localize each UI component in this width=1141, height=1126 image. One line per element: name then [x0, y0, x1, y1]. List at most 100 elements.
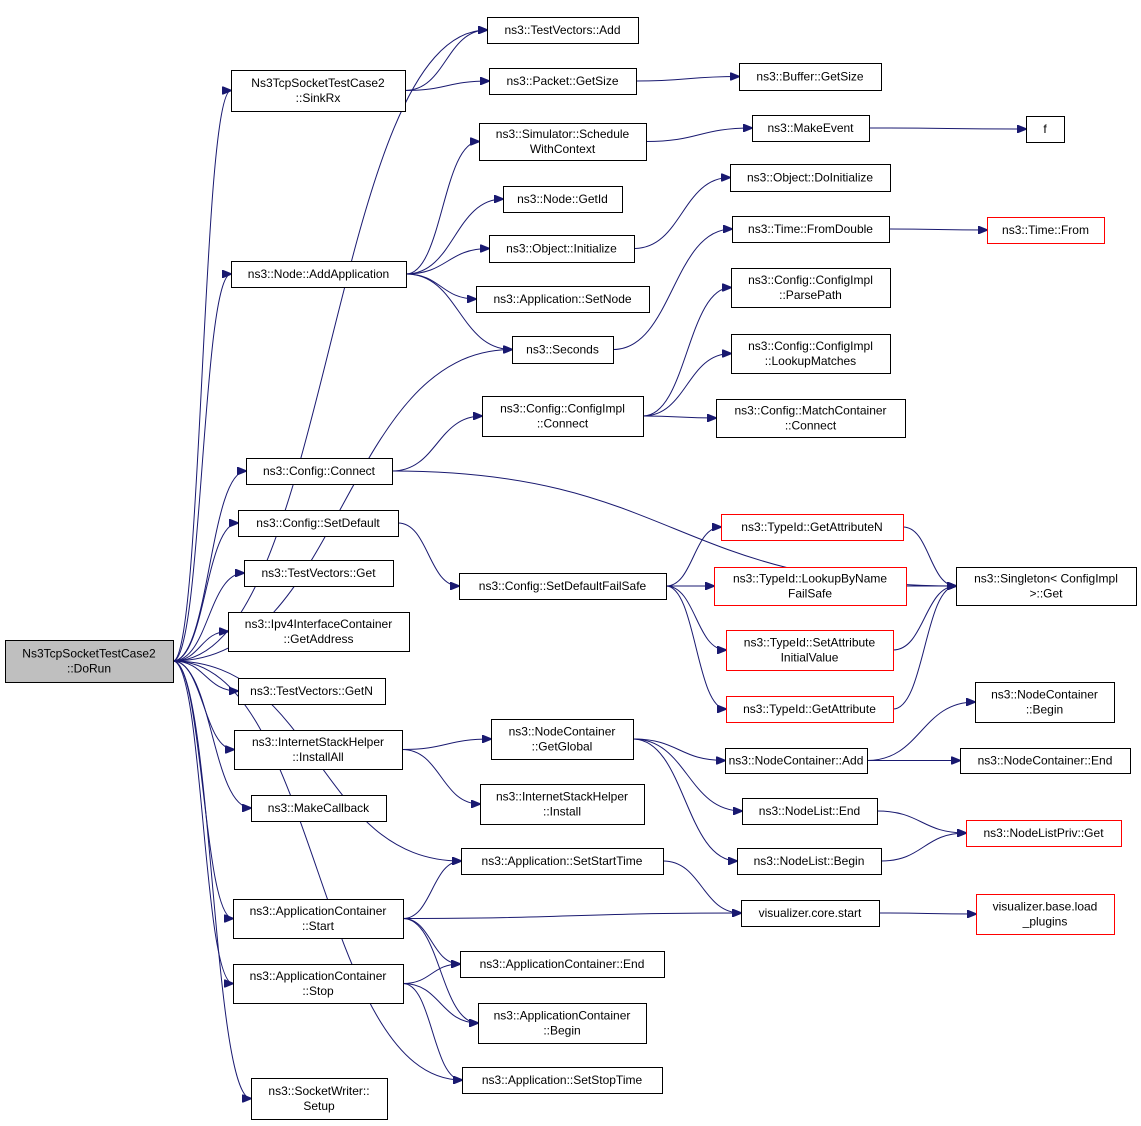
node-app_setstoptime-box[interactable] — [462, 1067, 663, 1094]
node-time_from[interactable]: ns3::Time::From — [987, 217, 1105, 244]
node-nodecontainer_end-box[interactable] — [960, 748, 1131, 774]
node-appcontainer_end-box[interactable] — [460, 951, 665, 978]
node-ipv4_getaddress-box[interactable] — [228, 612, 410, 652]
node-matchcontainer_connect-box[interactable] — [716, 399, 906, 438]
node-node_getid-box[interactable] — [503, 186, 623, 213]
node-sim_schedule-box[interactable] — [479, 123, 647, 161]
node-node_addapp-box[interactable] — [231, 261, 407, 288]
node-makecallback-box[interactable] — [251, 795, 387, 822]
node-singleton_get-box[interactable] — [956, 567, 1137, 606]
node-nodelistpriv_get-box[interactable] — [966, 820, 1122, 847]
node-dorun-box[interactable] — [5, 640, 174, 683]
node-object_init[interactable]: ns3::Object::Initialize — [489, 235, 635, 263]
node-cfgimpl_lookup[interactable]: ns3::Config::ConfigImpl::LookupMatches — [731, 334, 891, 374]
node-nodecontainer_begin[interactable]: ns3::NodeContainer::Begin — [975, 682, 1115, 723]
node-buffer_getsize-box[interactable] — [739, 63, 882, 91]
node-nodelistpriv_get[interactable]: ns3::NodeListPriv::Get — [966, 820, 1122, 847]
node-typeid_getattrn-box[interactable] — [721, 514, 904, 541]
node-setdefaultfailsafe[interactable]: ns3::Config::SetDefaultFailSafe — [459, 573, 667, 600]
node-seconds-box[interactable] — [512, 336, 614, 364]
node-socketwriter_setup[interactable]: ns3::SocketWriter::Setup — [251, 1078, 388, 1120]
node-typeid_setattrinit-box[interactable] — [726, 630, 894, 671]
node-seconds[interactable]: ns3::Seconds — [512, 336, 614, 364]
node-makecallback[interactable]: ns3::MakeCallback — [251, 795, 387, 822]
node-testvectors_getn-box[interactable] — [238, 678, 386, 705]
node-f-box[interactable] — [1026, 116, 1065, 143]
node-testvectors_get-box[interactable] — [244, 560, 394, 587]
node-ish_install-box[interactable] — [480, 784, 645, 825]
node-nodelist_end-box[interactable] — [742, 798, 878, 825]
node-nodecontainer_getglobal-box[interactable] — [491, 719, 634, 760]
node-buffer_getsize[interactable]: ns3::Buffer::GetSize — [739, 63, 882, 91]
node-testvectors_get[interactable]: ns3::TestVectors::Get — [244, 560, 394, 587]
node-testvectors_getn[interactable]: ns3::TestVectors::GetN — [238, 678, 386, 705]
node-ish_install[interactable]: ns3::InternetStackHelper::Install — [480, 784, 645, 825]
node-nodelist_begin-box[interactable] — [737, 848, 882, 875]
node-makeevent-box[interactable] — [752, 115, 870, 142]
node-packet_getsize-box[interactable] — [489, 68, 637, 95]
node-app_setnode[interactable]: ns3::Application::SetNode — [476, 286, 650, 313]
node-app_setstarttime-box[interactable] — [461, 848, 664, 875]
node-appcontainer_end[interactable]: ns3::ApplicationContainer::End — [460, 951, 665, 978]
node-socketwriter_setup-box[interactable] — [251, 1078, 388, 1120]
node-singleton_get[interactable]: ns3::Singleton< ConfigImpl >::Get — [956, 567, 1137, 606]
node-time_fromdouble[interactable]: ns3::Time::FromDouble — [732, 216, 890, 243]
node-viz_core_start-box[interactable] — [741, 900, 880, 927]
node-node_addapp[interactable]: ns3::Node::AddApplication — [231, 261, 407, 288]
node-config_setdefault[interactable]: ns3::Config::SetDefault — [238, 510, 399, 537]
node-nodecontainer_add[interactable]: ns3::NodeContainer::Add — [725, 748, 868, 774]
node-appcontainer_start[interactable]: ns3::ApplicationContainer::Start — [233, 899, 404, 939]
node-object_doinit[interactable]: ns3::Object::DoInitialize — [730, 164, 891, 192]
node-nodelist_begin[interactable]: ns3::NodeList::Begin — [737, 848, 882, 875]
node-nodecontainer_add-box[interactable] — [725, 748, 868, 774]
node-object_doinit-box[interactable] — [730, 164, 891, 192]
node-cfgimpl_lookup-box[interactable] — [731, 334, 891, 374]
node-typeid_getattrn[interactable]: ns3::TypeId::GetAttributeN — [721, 514, 904, 541]
node-dorun[interactable]: Ns3TcpSocketTestCase2::DoRun — [5, 640, 174, 683]
node-cfgimpl_connect[interactable]: ns3::Config::ConfigImpl::Connect — [482, 396, 644, 437]
node-app_setstoptime[interactable]: ns3::Application::SetStopTime — [462, 1067, 663, 1094]
node-ish_installall[interactable]: ns3::InternetStackHelper::InstallAll — [234, 730, 403, 770]
node-appcontainer_stop[interactable]: ns3::ApplicationContainer::Stop — [233, 964, 404, 1004]
node-appcontainer_start-box[interactable] — [233, 899, 404, 939]
node-typeid_getattr[interactable]: ns3::TypeId::GetAttribute — [726, 696, 894, 723]
node-nodecontainer_getglobal[interactable]: ns3::NodeContainer::GetGlobal — [491, 719, 634, 760]
node-ish_installall-box[interactable] — [234, 730, 403, 770]
node-testvectors_add[interactable]: ns3::TestVectors::Add — [487, 17, 639, 44]
node-packet_getsize[interactable]: ns3::Packet::GetSize — [489, 68, 637, 95]
node-config_setdefault-box[interactable] — [238, 510, 399, 537]
node-cfgimpl_parsepath-box[interactable] — [731, 268, 891, 308]
node-cfgimpl_parsepath[interactable]: ns3::Config::ConfigImpl::ParsePath — [731, 268, 891, 308]
node-object_init-box[interactable] — [489, 235, 635, 263]
node-viz_base_load-box[interactable] — [976, 894, 1115, 935]
node-appcontainer_stop-box[interactable] — [233, 964, 404, 1004]
node-time_from-box[interactable] — [987, 217, 1105, 244]
node-f[interactable]: f — [1026, 116, 1065, 143]
node-appcontainer_begin-box[interactable] — [478, 1003, 647, 1044]
node-time_fromdouble-box[interactable] — [732, 216, 890, 243]
node-viz_base_load[interactable]: visualizer.base.load_plugins — [976, 894, 1115, 935]
node-typeid_lookupbyname-box[interactable] — [714, 567, 907, 606]
node-matchcontainer_connect[interactable]: ns3::Config::MatchContainer::Connect — [716, 399, 906, 438]
node-appcontainer_begin[interactable]: ns3::ApplicationContainer::Begin — [478, 1003, 647, 1044]
node-testvectors_add-box[interactable] — [487, 17, 639, 44]
node-config_connect-box[interactable] — [246, 458, 393, 485]
node-viz_core_start[interactable]: visualizer.core.start — [741, 900, 880, 927]
node-app_setnode-box[interactable] — [476, 286, 650, 313]
node-sinkrx-box[interactable] — [231, 70, 406, 112]
node-typeid_getattr-box[interactable] — [726, 696, 894, 723]
node-sinkrx[interactable]: Ns3TcpSocketTestCase2::SinkRx — [231, 70, 406, 112]
node-nodecontainer_begin-box[interactable] — [975, 682, 1115, 723]
node-setdefaultfailsafe-box[interactable] — [459, 573, 667, 600]
node-makeevent[interactable]: ns3::MakeEvent — [752, 115, 870, 142]
node-nodelist_end[interactable]: ns3::NodeList::End — [742, 798, 878, 825]
node-app_setstarttime[interactable]: ns3::Application::SetStartTime — [461, 848, 664, 875]
node-ipv4_getaddress[interactable]: ns3::Ipv4InterfaceContainer::GetAddress — [228, 612, 410, 652]
node-cfgimpl_connect-box[interactable] — [482, 396, 644, 437]
node-node_getid[interactable]: ns3::Node::GetId — [503, 186, 623, 213]
node-config_connect[interactable]: ns3::Config::Connect — [246, 458, 393, 485]
node-nodecontainer_end[interactable]: ns3::NodeContainer::End — [960, 748, 1131, 774]
